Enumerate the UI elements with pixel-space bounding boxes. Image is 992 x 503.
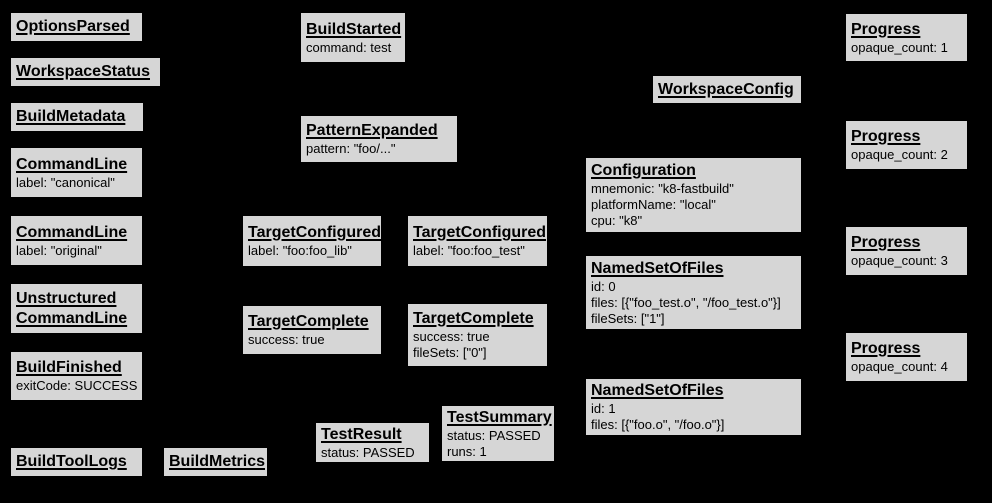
node-unstructured-command-line: Unstructured CommandLine xyxy=(10,283,143,334)
node-attr: fileSets: ["1"] xyxy=(591,310,665,326)
node-workspace-status: WorkspaceStatus xyxy=(10,57,161,87)
node-title: BuildToolLogs xyxy=(16,453,127,470)
node-attr: files: [{"foo_test.o", "/foo_test.o"}] xyxy=(591,294,781,310)
node-title: Unstructured CommandLine xyxy=(16,289,128,327)
node-configuration: Configuration mnemonic: "k8-fastbuild" p… xyxy=(585,157,802,233)
node-attr: opaque_count: 2 xyxy=(851,147,948,162)
node-attr: exitCode: SUCCESS xyxy=(16,378,138,393)
node-target-configured-foo-lib: TargetConfigured label: "foo:foo_lib" xyxy=(242,215,382,267)
node-title: CommandLine xyxy=(16,155,128,173)
node-attr: mnemonic: "k8-fastbuild" xyxy=(591,181,734,196)
node-title: CommandLine xyxy=(16,223,128,241)
node-title: Configuration xyxy=(591,162,696,179)
node-attr: command: test xyxy=(306,39,392,55)
node-title: BuildMetadata xyxy=(16,108,126,125)
node-title: BuildStarted xyxy=(306,20,402,38)
node-command-line-original: CommandLine label: "original" xyxy=(10,215,143,266)
node-title: OptionsParsed xyxy=(16,18,130,35)
node-title: BuildMetrics xyxy=(169,453,266,470)
node-pattern-expanded: PatternExpanded pattern: "foo/..." xyxy=(300,115,458,163)
node-attr: label: "original" xyxy=(16,242,102,258)
node-attr: cpu: "k8" xyxy=(591,213,643,228)
node-attr: success: true xyxy=(248,332,325,347)
node-target-complete-foo-lib: TargetComplete success: true xyxy=(242,305,382,355)
node-test-result: TestResult status: PASSED xyxy=(315,422,430,463)
node-build-finished: BuildFinished exitCode: SUCCESS xyxy=(10,351,143,401)
node-progress-2: Progress opaque_count: 2 xyxy=(845,120,968,170)
node-title: TestResult xyxy=(321,425,402,443)
node-title: WorkspaceConfig xyxy=(658,80,794,98)
node-title: NamedSetOfFiles xyxy=(591,259,724,277)
node-title: TargetConfigured xyxy=(248,224,382,241)
node-title: Progress xyxy=(851,340,921,357)
node-attr: platformName: "local" xyxy=(591,197,716,212)
node-title: TestSummary xyxy=(447,408,552,426)
node-attr: pattern: "foo/..." xyxy=(306,141,396,156)
node-title: Progress xyxy=(851,20,921,38)
node-command-line-canonical: CommandLine label: "canonical" xyxy=(10,147,143,198)
node-title: TargetConfigured xyxy=(413,224,547,241)
node-progress-1: Progress opaque_count: 1 xyxy=(845,13,968,62)
node-title: TargetComplete xyxy=(248,313,369,330)
node-attr: status: PASSED xyxy=(447,427,541,443)
node-build-metadata: BuildMetadata xyxy=(10,102,144,132)
node-title: WorkspaceStatus xyxy=(16,63,150,80)
node-attr: opaque_count: 1 xyxy=(851,39,948,55)
node-progress-4: Progress opaque_count: 4 xyxy=(845,332,968,382)
node-attr: id: 1 xyxy=(591,401,616,416)
node-title: NamedSetOfFiles xyxy=(591,382,724,399)
node-progress-3: Progress opaque_count: 3 xyxy=(845,226,968,276)
node-attr: files: [{"foo.o", "/foo.o"}] xyxy=(591,417,725,432)
node-test-summary: TestSummary status: PASSED runs: 1 xyxy=(441,405,555,462)
node-attr: id: 0 xyxy=(591,278,616,294)
node-named-set-of-files-1: NamedSetOfFiles id: 1 files: [{"foo.o", … xyxy=(585,378,802,436)
node-attr: success: true xyxy=(413,329,490,344)
node-build-started: BuildStarted command: test xyxy=(300,12,406,63)
node-target-configured-foo-test: TargetConfigured label: "foo:foo_test" xyxy=(407,215,548,267)
node-attr: runs: 1 xyxy=(447,443,487,459)
node-attr: status: PASSED xyxy=(321,444,415,460)
node-attr: opaque_count: 3 xyxy=(851,253,948,268)
node-title: BuildFinished xyxy=(16,359,122,376)
node-build-metrics: BuildMetrics xyxy=(163,447,268,477)
node-title: TargetComplete xyxy=(413,310,534,327)
node-attr: label: "foo:foo_test" xyxy=(413,243,525,258)
node-options-parsed: OptionsParsed xyxy=(10,12,143,42)
node-attr: opaque_count: 4 xyxy=(851,359,948,374)
node-target-complete-foo-test: TargetComplete success: true fileSets: [… xyxy=(407,303,548,367)
node-title: Progress xyxy=(851,128,921,145)
node-attr: fileSets: ["0"] xyxy=(413,345,487,360)
node-attr: label: "foo:foo_lib" xyxy=(248,243,352,258)
node-title: PatternExpanded xyxy=(306,122,438,139)
node-attr: label: "canonical" xyxy=(16,174,115,190)
node-title: Progress xyxy=(851,234,921,251)
node-named-set-of-files-0: NamedSetOfFiles id: 0 files: [{"foo_test… xyxy=(585,255,802,330)
node-build-tool-logs: BuildToolLogs xyxy=(10,447,143,477)
node-workspace-config: WorkspaceConfig xyxy=(652,75,802,104)
